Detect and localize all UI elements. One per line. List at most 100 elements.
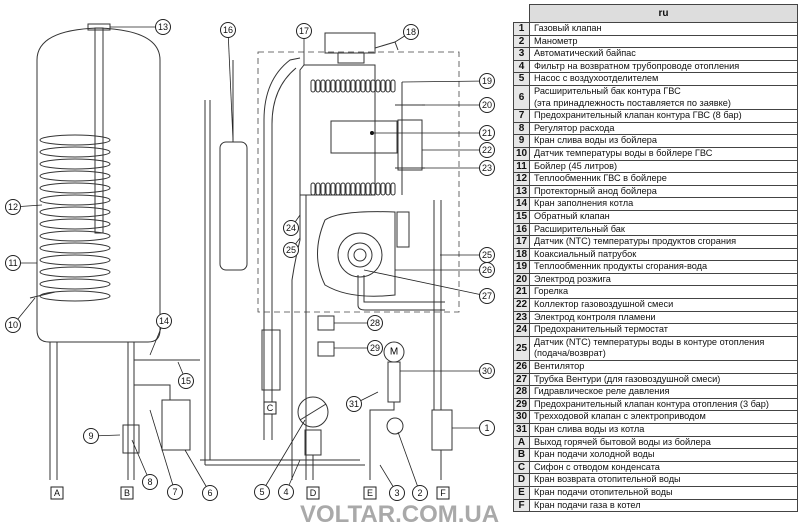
exchanger-fin xyxy=(385,79,391,93)
legend-description: Кран слива воды из бойлера xyxy=(529,134,798,148)
callout-number: 5 xyxy=(259,487,264,497)
legend-description: Трубка Вентури (для газовоздушной смеси) xyxy=(529,372,798,387)
legend-description: Предохранительный термостат xyxy=(529,323,798,337)
legend-text: Теплообменник ГВС в бойлере xyxy=(534,173,667,184)
callout-circle xyxy=(178,373,194,389)
exchanger-fin xyxy=(355,182,361,196)
legend-key: 21 xyxy=(513,285,530,300)
exchanger-fin xyxy=(365,79,371,93)
exchanger-fin xyxy=(360,79,366,93)
connection-label: D xyxy=(310,488,317,498)
legend-description: Кран подачи холодной воды xyxy=(529,448,798,462)
legend-text: Предохранительный термостат xyxy=(534,324,668,335)
callout-31: 31 xyxy=(346,391,379,412)
callout-24: 24 xyxy=(283,214,301,236)
legend-description: Кран подачи отопительной воды xyxy=(529,485,798,500)
legend-description: Коллектор газовоздушной смеси xyxy=(529,298,798,312)
legend-description: Датчик (NTC) температуры продуктов сгора… xyxy=(529,235,798,249)
connection-label: C xyxy=(267,403,274,413)
callout-number: 10 xyxy=(8,320,18,330)
legend-key: 27 xyxy=(513,372,530,387)
legend-text: Выход горячей бытовой воды из бойлера xyxy=(534,436,711,447)
exchanger-fin xyxy=(330,182,336,196)
exchanger-fin xyxy=(310,79,316,93)
coil-turn xyxy=(39,242,111,254)
callout-number: 18 xyxy=(406,27,416,37)
callout-10: 10 xyxy=(5,297,36,333)
callout-28: 28 xyxy=(334,315,383,331)
legend-key: 29 xyxy=(513,397,530,412)
legend-key: 9 xyxy=(513,134,530,148)
exchanger-fin xyxy=(335,182,341,196)
legend-text: Манометр xyxy=(534,35,578,46)
callout-18: 18 xyxy=(394,24,419,43)
connection-f: F xyxy=(436,486,450,500)
callout-number: 11 xyxy=(8,258,17,268)
callout-circle xyxy=(283,220,299,236)
callout-number: 8 xyxy=(147,477,152,487)
legend-description: Автоматический байпас xyxy=(529,47,798,61)
legend-description: Газовый клапан xyxy=(529,22,798,36)
dhw-coil xyxy=(39,134,111,302)
legend-key: 20 xyxy=(513,272,530,287)
legend-description: Горелка xyxy=(529,285,798,300)
callout-23: 23 xyxy=(422,160,495,176)
exchanger-fin xyxy=(350,182,356,196)
callout-circle xyxy=(83,428,99,444)
connection-c: C xyxy=(263,401,277,415)
legend-description: Трехходовой клапан с электроприводом xyxy=(529,410,798,424)
callout-number: 23 xyxy=(482,163,492,173)
legend-key: 4 xyxy=(513,59,530,74)
legend-key: 3 xyxy=(513,47,530,61)
callout-number: 7 xyxy=(172,487,177,497)
callout-circle xyxy=(5,255,21,271)
legend-text: Предохранительный клапан контура ГВС (8 … xyxy=(534,110,742,121)
coil-turn xyxy=(39,266,111,278)
legend-key: A xyxy=(513,435,530,450)
exchanger-fin xyxy=(335,79,341,93)
legend-text: Протекторный анод бойлера xyxy=(534,185,657,196)
legend-description: Вентилятор xyxy=(529,360,798,374)
legend-text: Датчик температуры воды в бойлере ГВС xyxy=(534,147,713,158)
legend-key: 12 xyxy=(513,172,530,186)
legend-text: Кран подачи отопительной воды xyxy=(534,486,673,497)
callout-number: 24 xyxy=(286,223,296,233)
legend-text: Трехходовой клапан с электроприводом xyxy=(534,411,706,422)
legend-description: Кран подачи газа в котел xyxy=(529,498,798,513)
legend-corner xyxy=(513,4,530,23)
exchanger-fin xyxy=(310,182,316,196)
connection-a: A xyxy=(50,486,64,500)
callout-circle xyxy=(389,485,405,501)
callout-12: 12 xyxy=(5,199,43,215)
callout-16: 16 xyxy=(220,22,236,141)
coil-turn xyxy=(39,254,111,266)
callout-21: 21 xyxy=(372,125,495,141)
legend-text: Кран заполнения котла xyxy=(534,198,634,209)
callout-number: 2 xyxy=(417,488,422,498)
callout-17: 17 xyxy=(296,23,312,65)
legend-description: Гидравлическое реле давления xyxy=(529,385,798,399)
leader-line xyxy=(149,409,176,493)
leader-line xyxy=(401,80,488,83)
legend-header: ru xyxy=(529,4,798,23)
legend-key: 10 xyxy=(513,146,530,161)
callout-20: 20 xyxy=(422,97,495,113)
legend-text: Расширительный бак контура ГВС xyxy=(534,85,681,96)
coil-turn xyxy=(39,194,111,206)
callout-circle xyxy=(5,317,21,333)
callout-circle xyxy=(346,396,362,412)
legend-key: D xyxy=(513,473,530,487)
legend-description: Расширительный бак контура ГВС(эта прина… xyxy=(529,84,798,111)
legend-description: Теплообменник ГВС в бойлере xyxy=(529,172,798,186)
